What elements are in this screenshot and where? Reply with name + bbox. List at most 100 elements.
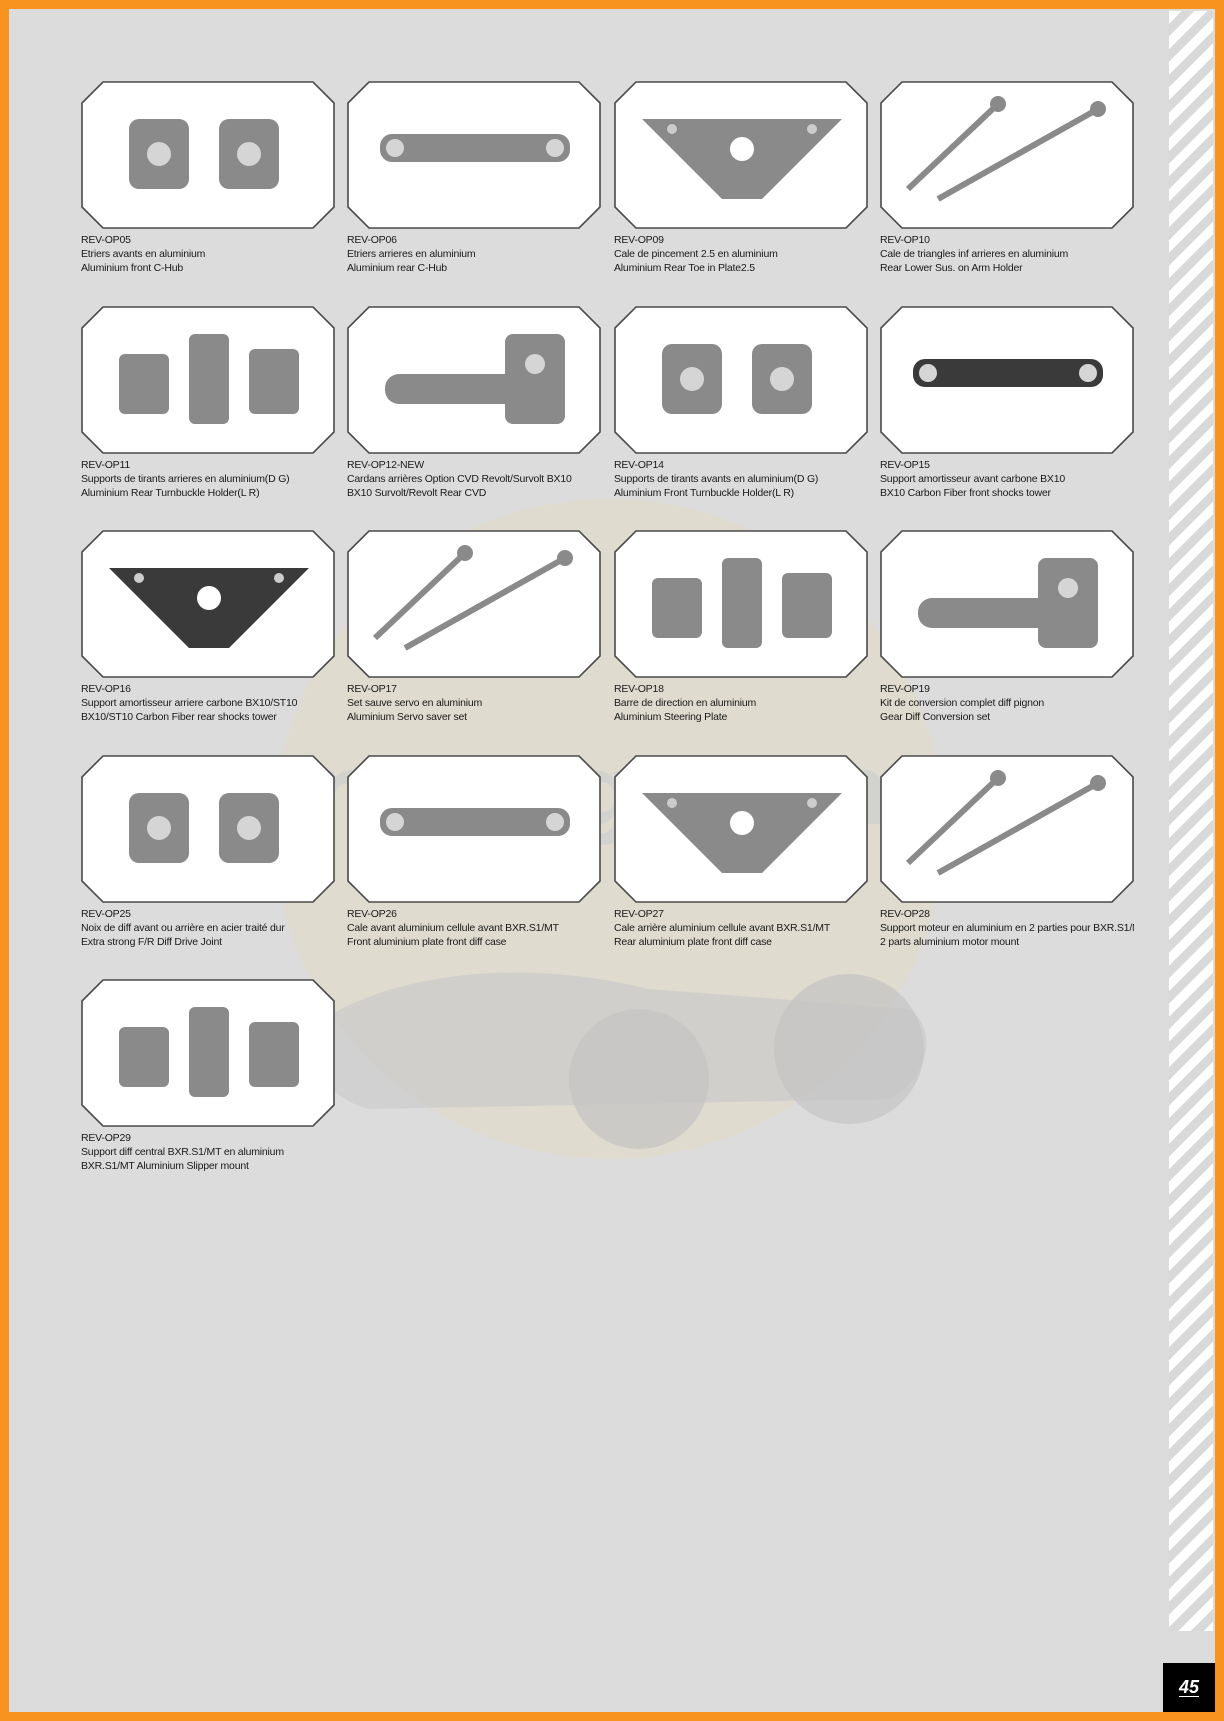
product-card: REV-OP14 Supports de tirants avants en a… <box>614 306 868 500</box>
product-image-frame <box>614 306 868 454</box>
frame-outline <box>614 306 868 454</box>
product-desc-fr: Etriers arrieres en aluminium <box>347 248 476 260</box>
product-desc-en: Aluminium Servo saver set <box>347 711 467 723</box>
product-desc-fr: Set sauve servo en aluminium <box>347 697 483 709</box>
product-desc-fr: Barre de direction en aluminium <box>614 697 757 709</box>
product-desc-fr: Support moteur en aluminium en 2 parties… <box>880 922 1134 934</box>
product-caption: REV-OP06 Etriers arrieres en aluminium A… <box>347 233 601 275</box>
product-image-frame <box>880 755 1134 903</box>
page-number-text: 45 <box>1178 1677 1200 1697</box>
product-desc-fr: Supports de tirants arrieres en aluminiu… <box>81 473 290 485</box>
product-caption: REV-OP10 Cale de triangles inf arrieres … <box>880 233 1134 275</box>
product-ref: REV-OP16 <box>81 683 131 695</box>
product-desc-fr: Kit de conversion complet diff pignon <box>880 697 1045 709</box>
product-caption: REV-OP25 Noix de diff avant ou arrière e… <box>81 907 335 949</box>
product-card: REV-OP10 Cale de triangles inf arrieres … <box>880 81 1134 275</box>
turnbuckle-holder-part-icon <box>119 334 299 424</box>
product-card: REV-OP25 Noix de diff avant ou arrière e… <box>81 755 335 949</box>
product-caption: REV-OP12-NEW Cardans arrières Option CVD… <box>347 458 601 500</box>
product-caption: REV-OP14 Supports de tirants avants en a… <box>614 458 868 500</box>
product-desc-en: BX10 Survolt/Revolt Rear CVD <box>347 487 487 499</box>
gear-diff-kit-part-icon <box>918 558 1098 648</box>
product-caption: REV-OP19 Kit de conversion complet diff … <box>880 682 1134 724</box>
product-ref: REV-OP14 <box>614 459 664 471</box>
product-ref: REV-OP19 <box>880 683 930 695</box>
product-caption: REV-OP15 Support amortisseur avant carbo… <box>880 458 1134 500</box>
product-ref: REV-OP05 <box>81 234 131 246</box>
product-card: REV-OP28 Support moteur en aluminium en … <box>880 755 1134 949</box>
product-desc-en: Front aluminium plate front diff case <box>347 936 507 948</box>
front-diff-plate-part-icon <box>380 808 570 836</box>
product-caption: REV-OP27 Cale arrière aluminium cellule … <box>614 907 868 949</box>
decorative-stripes <box>1169 11 1213 1631</box>
product-desc-en: 2 parts aluminium motor mount <box>880 936 1019 948</box>
servo-saver-part-icon <box>372 545 573 651</box>
product-desc-en: Aluminium Rear Turnbuckle Holder(L R) <box>81 487 260 499</box>
product-image-frame <box>347 306 601 454</box>
product-ref: REV-OP18 <box>614 683 664 695</box>
catalog-page: rcmag.com REV-OP05 Etriers avants en alu… <box>9 9 1215 1712</box>
product-ref: REV-OP26 <box>347 908 397 920</box>
product-ref: REV-OP06 <box>347 234 397 246</box>
product-desc-fr: Cale avant aluminium cellule avant BXR.S… <box>347 922 559 934</box>
slipper-mount-part-icon <box>119 1007 299 1097</box>
cvd-shaft-part-icon <box>385 334 565 424</box>
product-card: REV-OP29 Support diff central BXR.S1/MT … <box>81 979 335 1173</box>
product-image-frame <box>81 306 335 454</box>
product-image-frame <box>347 755 601 903</box>
product-caption: REV-OP09 Cale de pincement 2.5 en alumin… <box>614 233 868 275</box>
product-desc-fr: Cale de triangles inf arrieres en alumin… <box>880 248 1069 260</box>
product-desc-fr: Noix de diff avant ou arrière en acier t… <box>81 922 285 934</box>
product-ref: REV-OP25 <box>81 908 131 920</box>
frame-outline <box>81 81 335 229</box>
product-caption: REV-OP16 Support amortisseur arriere car… <box>81 682 335 724</box>
product-desc-fr: Cale arrière aluminium cellule avant BXR… <box>614 922 831 934</box>
product-card: REV-OP17 Set sauve servo en aluminium Al… <box>347 530 601 724</box>
product-image-frame <box>81 530 335 678</box>
product-image-frame <box>81 755 335 903</box>
product-desc-en: BXR.S1/MT Aluminium Slipper mount <box>81 1160 249 1172</box>
product-image-frame <box>81 979 335 1127</box>
product-card: REV-OP09 Cale de pincement 2.5 en alumin… <box>614 81 868 275</box>
product-desc-en: Rear aluminium plate front diff case <box>614 936 772 948</box>
product-desc-en: BX10/ST10 Carbon Fiber rear shocks tower <box>81 711 277 723</box>
product-ref: REV-OP11 <box>81 459 130 471</box>
product-ref: REV-OP17 <box>347 683 397 695</box>
product-ref: REV-OP27 <box>614 908 664 920</box>
steering-plate-part-icon <box>652 558 832 648</box>
product-caption: REV-OP11 Supports de tirants arrieres en… <box>81 458 335 500</box>
product-desc-en: Rear Lower Sus. on Arm Holder <box>880 262 1023 274</box>
product-desc-fr: Etriers avants en aluminium <box>81 248 206 260</box>
product-ref: REV-OP29 <box>81 1132 131 1144</box>
product-desc-en: Aluminium Steering Plate <box>614 711 728 723</box>
product-image-frame <box>880 81 1134 229</box>
product-desc-en: Aluminium rear C-Hub <box>347 262 447 274</box>
product-caption: REV-OP28 Support moteur en aluminium en … <box>880 907 1134 949</box>
toe-plate-part-icon <box>642 119 842 199</box>
page-number: 45 <box>1163 1663 1215 1712</box>
product-image-frame <box>347 530 601 678</box>
product-ref: REV-OP28 <box>880 908 930 920</box>
product-desc-fr: Cale de pincement 2.5 en aluminium <box>614 248 778 260</box>
product-desc-fr: Support amortisseur arriere carbone BX10… <box>81 697 298 709</box>
front-turnbuckle-holder-part-icon <box>662 344 812 414</box>
product-image-frame <box>880 530 1134 678</box>
frame-outline <box>81 755 335 903</box>
product-desc-en: Extra strong F/R Diff Drive Joint <box>81 936 222 948</box>
product-desc-fr: Support amortisseur avant carbone BX10 <box>880 473 1066 485</box>
product-card: REV-OP06 Etriers arrieres en aluminium A… <box>347 81 601 275</box>
product-desc-en: Aluminium front C-Hub <box>81 262 183 274</box>
product-caption: REV-OP05 Etriers avants en aluminium Alu… <box>81 233 335 275</box>
frame-outline <box>880 81 1134 229</box>
product-card: REV-OP26 Cale avant aluminium cellule av… <box>347 755 601 949</box>
product-caption: REV-OP18 Barre de direction en aluminium… <box>614 682 868 724</box>
frame-outline <box>880 755 1134 903</box>
product-desc-fr: Supports de tirants avants en aluminium(… <box>614 473 819 485</box>
product-desc-en: Aluminium Rear Toe in Plate2.5 <box>614 262 755 274</box>
product-desc-en: Gear Diff Conversion set <box>880 711 990 723</box>
product-card: REV-OP15 Support amortisseur avant carbo… <box>880 306 1134 500</box>
product-image-frame <box>347 81 601 229</box>
product-card: REV-OP05 Etriers avants en aluminium Alu… <box>81 81 335 275</box>
diff-joint-part-icon <box>129 793 279 863</box>
product-image-frame <box>614 81 868 229</box>
